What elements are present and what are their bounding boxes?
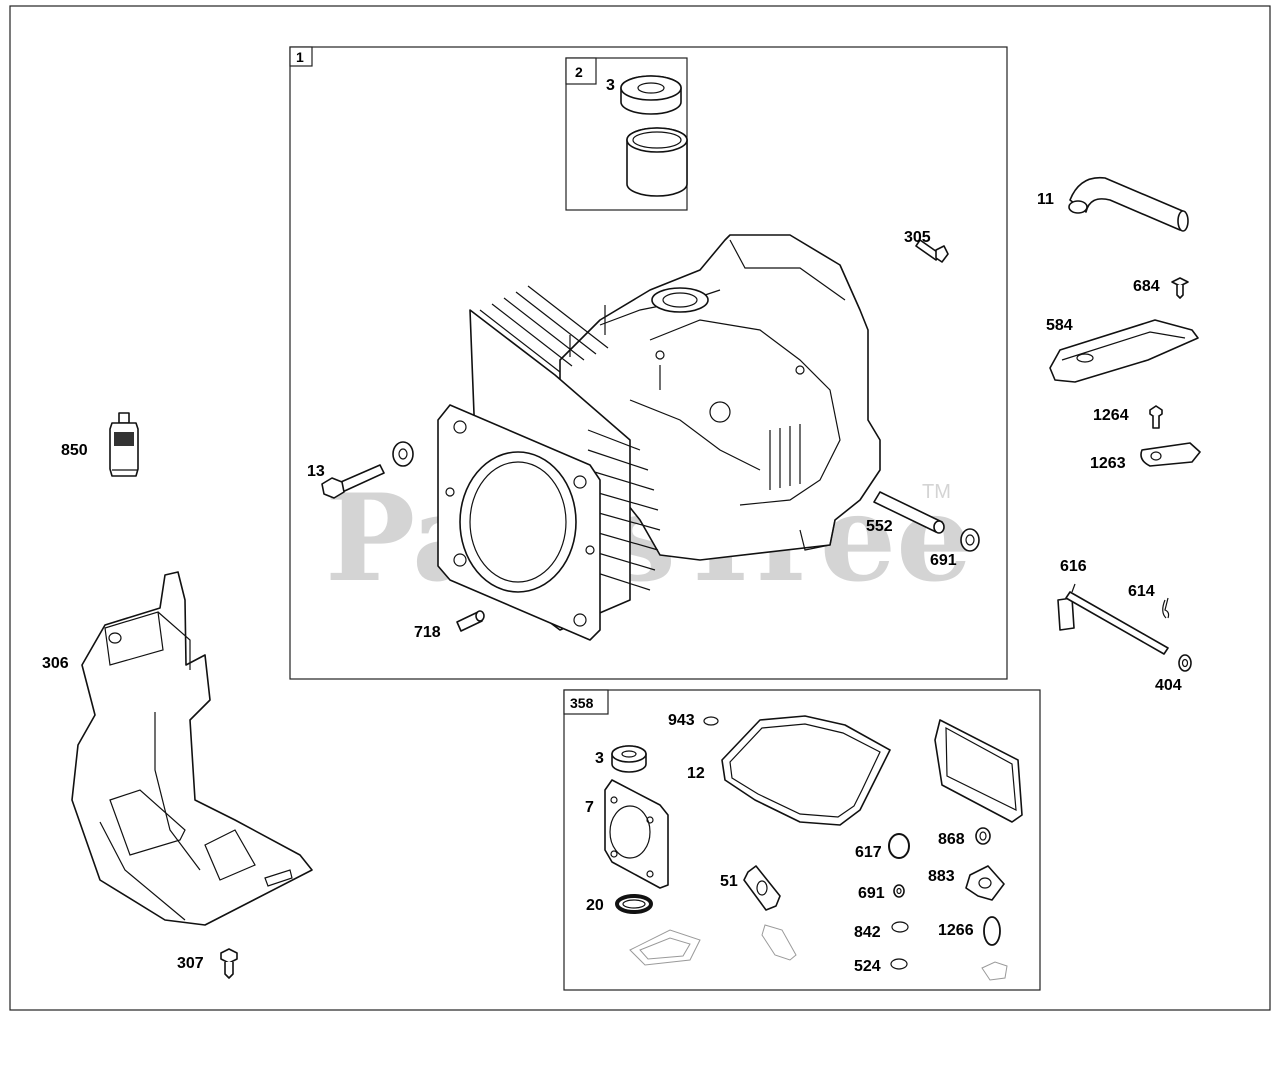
bolt-13-part[interactable]: [321, 441, 414, 499]
box-tag-2: 2: [575, 64, 583, 80]
callout-11: 11: [1037, 191, 1054, 208]
callout-305: 305: [904, 229, 931, 246]
oring-842-part[interactable]: [891, 921, 909, 933]
callout-684: 684: [1133, 278, 1160, 295]
sealant-850-part[interactable]: [109, 412, 139, 477]
cylinder-block-part[interactable]: [437, 234, 881, 641]
assembly-box-2: 2: [565, 57, 688, 211]
callout-13: 13: [307, 463, 325, 480]
callout-20: 20: [586, 897, 604, 914]
seal-kit-part[interactable]: [611, 745, 647, 773]
callout-617: 617: [855, 844, 882, 861]
callout-404: 404: [1155, 677, 1182, 694]
assembly-box-1: 1: [289, 46, 1008, 680]
callout-614: 614: [1128, 583, 1155, 600]
head-gasket-7-part[interactable]: [604, 779, 669, 889]
callout-307: 307: [177, 955, 204, 972]
bushing-part[interactable]: [626, 127, 688, 197]
seal-691-part[interactable]: [960, 528, 980, 552]
assembly-box-358: 358: [563, 689, 1041, 991]
callout-524: 524: [854, 958, 881, 975]
screw-684-part[interactable]: [1171, 277, 1189, 299]
callout-7: 7: [585, 799, 594, 816]
callout-691-kit: 691: [858, 885, 885, 902]
pin-614-part[interactable]: [1162, 597, 1170, 619]
diagram-frame: [9, 5, 1271, 1011]
shroud-306-part[interactable]: [71, 571, 313, 926]
box-tag-1: 1: [296, 49, 304, 65]
gasket-883-part[interactable]: [965, 865, 1005, 901]
callout-12: 12: [687, 765, 705, 782]
callout-718: 718: [414, 624, 441, 641]
oring-617-part[interactable]: [888, 833, 910, 859]
callout-1264: 1264: [1093, 407, 1129, 424]
pin-718-part[interactable]: [456, 610, 485, 632]
bracket-1263-part[interactable]: [1140, 442, 1201, 467]
seal-691-kit-part[interactable]: [893, 884, 905, 898]
callout-3-kit: 3: [595, 750, 604, 767]
callout-868: 868: [938, 831, 965, 848]
callout-306: 306: [42, 655, 69, 672]
seal-part[interactable]: [620, 75, 682, 115]
callout-842: 842: [854, 924, 881, 941]
callout-3-top: 3: [606, 77, 615, 94]
shaft-616-part[interactable]: [1057, 583, 1169, 655]
faint-gasket-right: [981, 961, 1008, 981]
callout-584: 584: [1046, 317, 1073, 334]
callout-616: 616: [1060, 558, 1087, 575]
seal-868-part[interactable]: [975, 827, 991, 845]
oring-1266-part[interactable]: [983, 916, 1001, 946]
callout-943: 943: [668, 712, 695, 729]
washer-404-part[interactable]: [1178, 654, 1192, 672]
callout-51: 51: [720, 873, 738, 890]
callout-691-top: 691: [930, 552, 957, 569]
screw-1264-part[interactable]: [1149, 405, 1163, 429]
faint-gasket-mid: [761, 924, 797, 961]
watermark-tm: TM: [922, 481, 951, 503]
seal-20-part[interactable]: [615, 894, 653, 914]
valve-cover-gasket-part[interactable]: [934, 719, 1023, 823]
callout-850: 850: [61, 442, 88, 459]
callout-552: 552: [866, 518, 893, 535]
cover-584-part[interactable]: [1049, 319, 1199, 383]
callout-1266: 1266: [938, 922, 974, 939]
screw-307-part[interactable]: [220, 948, 238, 979]
gasket-51-part[interactable]: [743, 865, 781, 911]
oring-943-part[interactable]: [703, 716, 719, 726]
gasket-12-part[interactable]: [721, 715, 891, 826]
callout-1263: 1263: [1090, 455, 1126, 472]
tube-11-part[interactable]: [1068, 176, 1189, 232]
box-tag-358: 358: [570, 695, 594, 711]
faint-gasket-left: [629, 929, 701, 966]
screw-305-part[interactable]: [915, 239, 949, 263]
callout-883: 883: [928, 868, 955, 885]
dowel-552-part[interactable]: [873, 491, 945, 534]
oring-524-part[interactable]: [890, 958, 908, 970]
